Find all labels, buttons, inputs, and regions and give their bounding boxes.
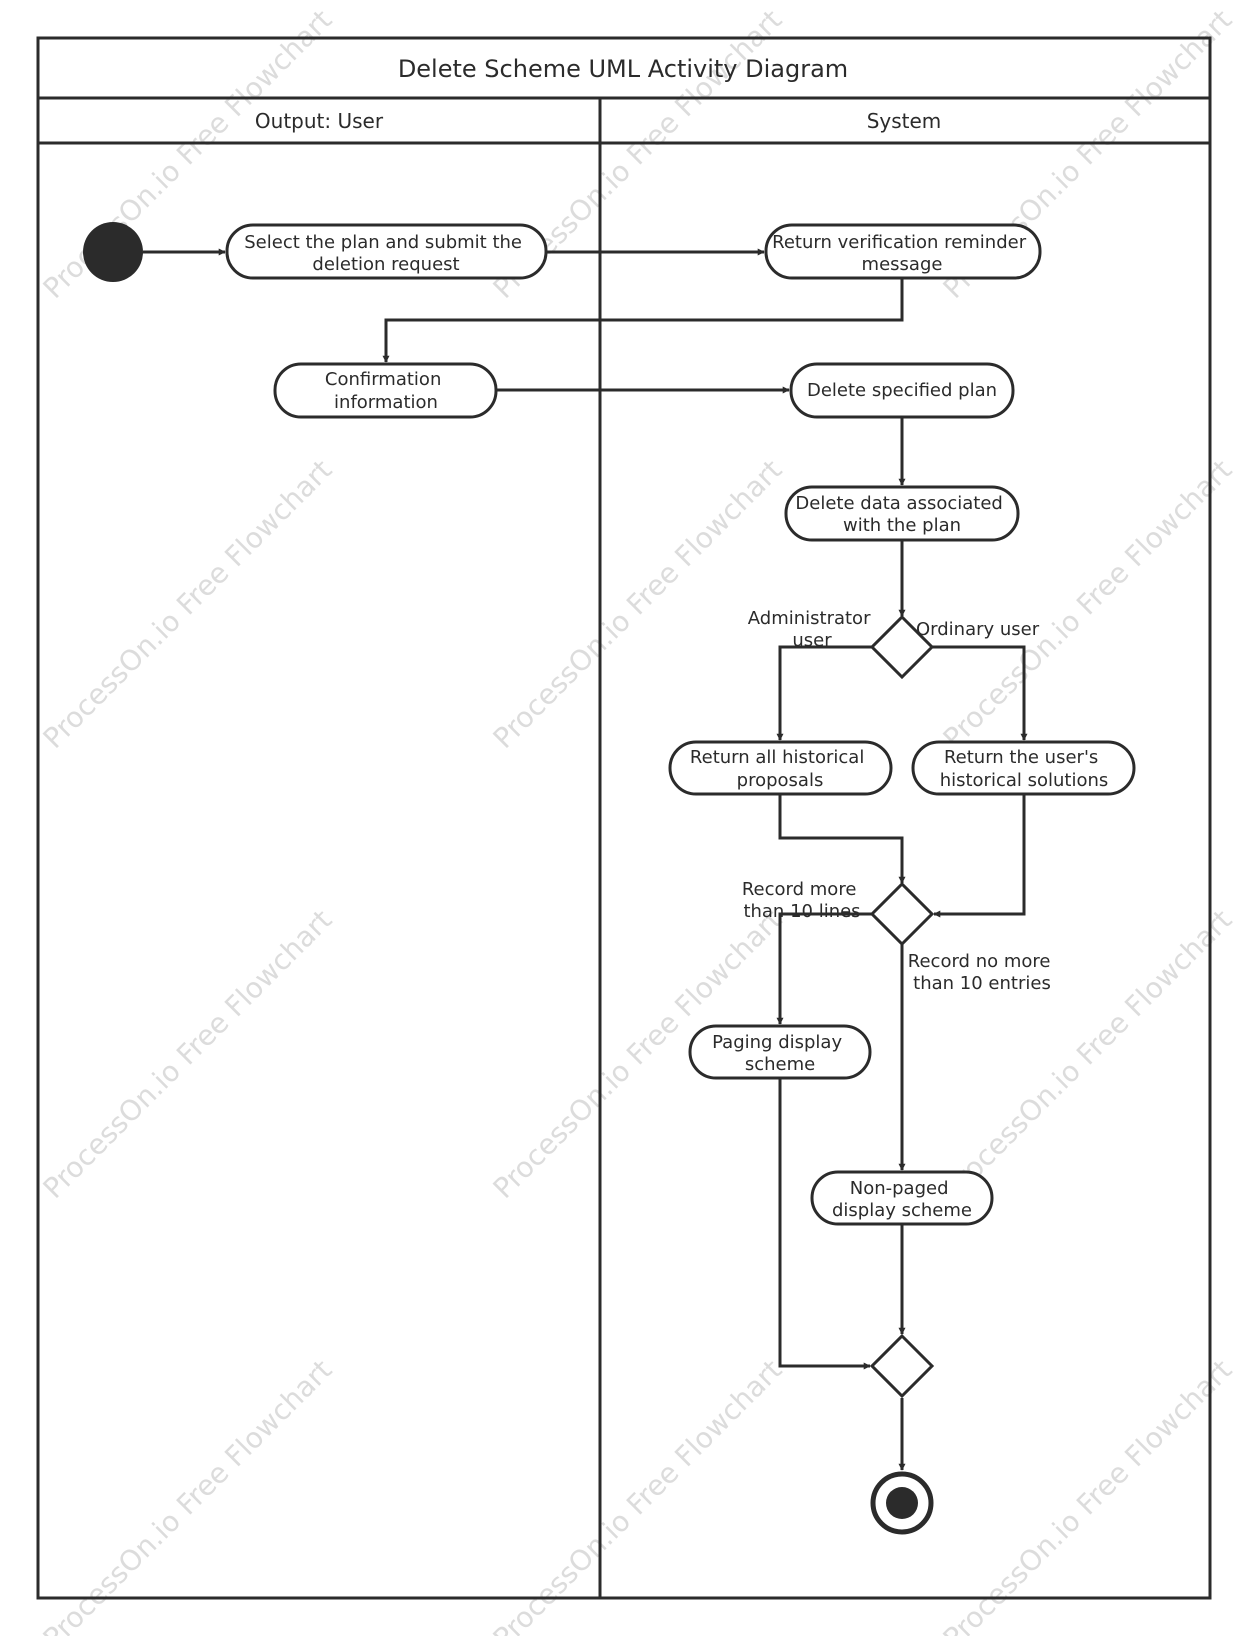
action-return-verification-line2: message [862, 254, 943, 275]
watermark-12: ProcessOn.io Free Flowchart [937, 1353, 1239, 1636]
action-return-all-proposals: Return all historical proposals [668, 740, 893, 796]
action-confirmation-line2: information [334, 392, 438, 413]
action-select-plan-line1: Select the plan and submit the [244, 232, 522, 253]
action-delete-data-line1: Delete data associated [795, 493, 1002, 514]
action-non-paged-line2: display scheme [832, 1200, 972, 1221]
action-confirmation-information: Confirmation information [273, 362, 498, 419]
action-select-plan: Select the plan and submit the deletion … [225, 223, 548, 280]
svg-text:Return the user's histor: Return the user's historical solutions [940, 747, 1109, 791]
flow-return-user-to-merge [933, 795, 1026, 918]
svg-text:Select the plan and submit the: Select the plan and submit the deletion … [244, 232, 528, 275]
decision-user-type [869, 614, 935, 680]
flow-verification-to-confirmation [382, 279, 904, 363]
action-paging-line1: Paging display [712, 1032, 842, 1053]
action-confirmation-line1: Confirmation [325, 369, 441, 390]
end-node [870, 1471, 934, 1535]
guard-record-no-more: Record no more than 10 entries [908, 951, 1056, 994]
watermark-11: ProcessOn.io Free Flowchart [487, 1353, 789, 1636]
svg-text:Delete data associated w: Delete data associated with the plan [795, 493, 1008, 536]
action-non-paged-line1: Non-paged [850, 1178, 949, 1199]
guard-ordinary-user: Ordinary user [916, 619, 1040, 640]
svg-text:Confirmation information: Confirmation information [325, 369, 447, 413]
lane-header-system: System [867, 109, 942, 133]
guard-ordinary-line1: Ordinary user [916, 619, 1040, 640]
action-delete-data: Delete data associated with the plan [784, 485, 1020, 542]
guard-record-more-line2: than 10 lines [743, 901, 860, 922]
guard-administrator-user: Administrator user [748, 608, 876, 651]
guard-administrator-line1: Administrator [748, 608, 871, 629]
flow-merge-to-paging [776, 912, 872, 1025]
action-return-verification-line1: Return verification reminder [772, 232, 1027, 253]
guard-record-more: Record more than 10 lines [742, 879, 862, 922]
action-return-verification: Return verification reminder message [764, 223, 1042, 280]
svg-text:Return verification reminder: Return verification reminder message [772, 232, 1032, 275]
watermark-5: ProcessOn.io Free Flowchart [487, 453, 789, 755]
flow-paging-to-final-merge [778, 1078, 871, 1370]
action-return-user-line2: historical solutions [940, 770, 1109, 791]
action-non-paged-display: Non-paged display scheme [810, 1170, 994, 1226]
guard-administrator-line2: user [792, 630, 832, 651]
decision-record-count [869, 881, 935, 947]
lane-header-user: Output: User [255, 109, 384, 133]
guard-record-more-line1: Record more [742, 879, 857, 900]
svg-text:Paging display scheme: Paging display scheme [712, 1032, 848, 1075]
action-paging-display: Paging display scheme [688, 1024, 872, 1080]
svg-text:Return all historical pr: Return all historical proposals [690, 747, 870, 791]
svg-text:Non-paged display scheme: Non-paged display scheme [832, 1178, 972, 1221]
action-return-user-line1: Return the user's [944, 747, 1098, 768]
watermark-layer: ProcessOn.io Free Flowchart ProcessOn.io… [37, 3, 1239, 1636]
action-return-all-line1: Return all historical [690, 747, 864, 768]
action-return-user-solutions: Return the user's historical solutions [911, 740, 1136, 796]
merge-display [869, 1333, 935, 1399]
action-paging-line2: scheme [745, 1054, 815, 1075]
flow-return-all-to-merge [778, 795, 906, 884]
watermark-10: ProcessOn.io Free Flowchart [37, 1353, 339, 1636]
guard-record-no-more-line2: than 10 entries [913, 973, 1051, 994]
flow-decision-to-return-all [776, 645, 872, 741]
flow-decision-to-return-user [932, 645, 1028, 741]
start-node [83, 222, 143, 282]
watermark-4: ProcessOn.io Free Flowchart [37, 453, 339, 755]
svg-text:Delete specified plan: Delete specified plan [807, 380, 997, 401]
diagram-frame [36, 36, 1212, 1600]
watermark-9: ProcessOn.io Free Flowchart [937, 903, 1239, 1205]
action-delete-data-line2: with the plan [843, 515, 961, 536]
action-return-all-line2: proposals [737, 770, 824, 791]
diagram-title: Delete Scheme UML Activity Diagram [398, 55, 848, 83]
action-select-plan-line2: deletion request [312, 254, 459, 275]
guard-record-no-more-line1: Record no more [908, 951, 1051, 972]
flow-layer [143, 248, 1028, 1471]
watermark-7: ProcessOn.io Free Flowchart [37, 903, 339, 1205]
action-delete-plan: Delete specified plan [789, 362, 1015, 419]
action-delete-plan-line1: Delete specified plan [807, 380, 997, 401]
